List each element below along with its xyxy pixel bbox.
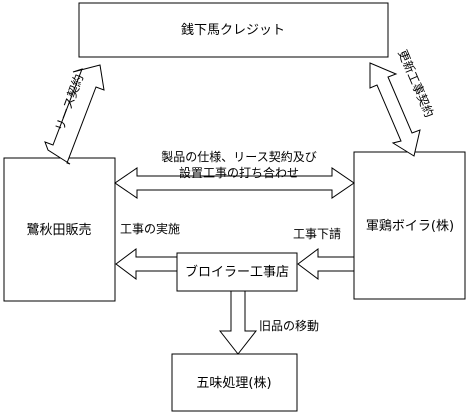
node-bottom-disposal: 五味処理(株) xyxy=(171,353,298,412)
spec-meeting-arrow xyxy=(114,167,355,199)
node-left-sales: 鷺秋田販売 xyxy=(3,157,116,302)
construction-exec-arrow xyxy=(115,248,178,280)
old-item-move-arrow xyxy=(218,290,258,355)
node-top-credit: 銭下馬クレジット xyxy=(78,2,389,58)
lease-contract-arrow xyxy=(44,64,105,165)
node-top-label: 銭下馬クレジット xyxy=(181,23,285,38)
old-item-move-label: 旧品の移動 xyxy=(259,319,319,333)
subcontract-arrow xyxy=(297,248,355,280)
node-center-label: ブロイラー工事店 xyxy=(185,264,289,280)
node-bottom-label: 五味処理(株) xyxy=(196,376,271,391)
spec-meeting-label-line2: 設置工事の打ち合わせ xyxy=(179,165,299,180)
subcontract-label: 工事下請 xyxy=(293,227,341,241)
node-right-label: 軍鶏ボイラ(株) xyxy=(366,219,454,234)
node-left-label: 鷺秋田販売 xyxy=(26,222,91,238)
spec-meeting-label-line1: 製品の仕様、リース契約及び xyxy=(161,149,316,164)
node-right-boiler: 軍鶏ボイラ(株) xyxy=(353,151,466,300)
construction-exec-label: 工事の実施 xyxy=(120,221,180,236)
node-center-contractor: ブロイラー工事店 xyxy=(176,252,298,292)
renewal-contract-arrow xyxy=(369,62,421,157)
